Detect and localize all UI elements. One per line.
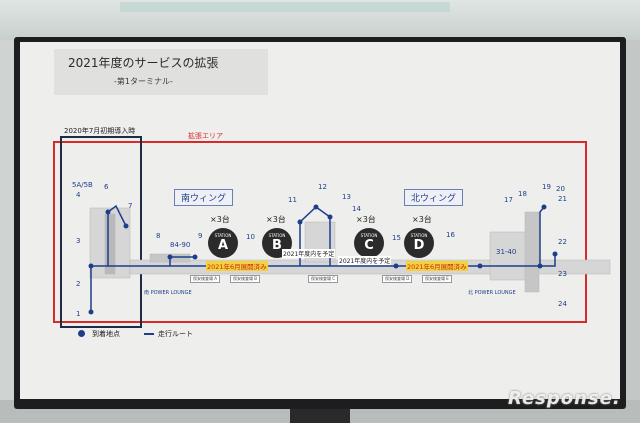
gate-20: 20 (556, 185, 565, 193)
north-lounge-label: 北 POWER LOUNGE (468, 290, 516, 296)
gate-22: 22 (558, 238, 567, 246)
gate-16: 16 (446, 231, 455, 239)
station-a-marker: STATION A (208, 228, 238, 258)
gate-2: 2 (76, 280, 81, 288)
legend-arrival-label: 到着地点 (92, 330, 120, 338)
slide-screen: 2021年度のサービスの拡張 -第1ターミナル- (20, 42, 620, 399)
facility-label: 保安検査場 B (230, 275, 261, 283)
station-d-label: STATION (410, 233, 428, 238)
gate-17: 17 (504, 196, 513, 204)
expansion-area-label: 拡張エリア (188, 132, 223, 140)
station-b-qty: ×3台 (266, 215, 286, 224)
gate-10: 10 (246, 233, 255, 241)
station-d-marker: STATION D (404, 228, 434, 258)
gate-6: 6 (104, 183, 109, 191)
station-a-label: STATION (214, 233, 232, 238)
ceiling-strip (120, 2, 450, 12)
gate-13: 13 (342, 193, 351, 201)
facility-label: 保安検査場 C (308, 275, 339, 283)
gate-21: 21 (558, 195, 567, 203)
gate-12: 12 (318, 183, 327, 191)
gate-5a5b: 5A/5B (72, 181, 93, 189)
legend-arrival-icon (78, 330, 85, 337)
gate-1: 1 (76, 310, 81, 318)
gate-3: 3 (76, 237, 81, 245)
background-column (622, 40, 640, 423)
gate-18: 18 (518, 190, 527, 198)
gate-23: 23 (558, 270, 567, 278)
gate-14: 14 (352, 205, 361, 213)
expansion-area-frame (53, 141, 587, 323)
title-box (54, 49, 268, 95)
facility-label: 保安検査場 D (382, 275, 413, 283)
station-b-status: 2021年度内を予定 (282, 249, 336, 258)
station-d-qty: ×3台 (412, 215, 432, 224)
station-a-status: 2021年6月展開済み (206, 261, 268, 271)
gate-7: 7 (128, 202, 133, 210)
legend-route-label: 走行ルート (158, 330, 193, 338)
initial-area-label: 2020年7月初期導入時 (64, 127, 136, 135)
station-d-status: 2021年6月展開済み (406, 261, 468, 271)
slide-subtitle: -第1ターミナル- (114, 77, 173, 86)
gate-4: 4 (76, 191, 81, 199)
watermark-logo: Response. (508, 388, 621, 409)
gate-84-90: 84-90 (170, 241, 191, 249)
station-d-letter: D (413, 238, 425, 253)
station-c-status: 2021年度内を予定 (338, 256, 392, 265)
facility-label: 保安検査場 A (190, 275, 221, 283)
gate-24: 24 (558, 300, 567, 308)
south-lounge-label: 南 POWER LOUNGE (144, 290, 192, 296)
station-c-label: STATION (360, 233, 378, 238)
south-wing-label: 南ウィング (174, 189, 234, 206)
station-a-letter: A (217, 238, 229, 253)
gate-31-40: 31-40 (496, 248, 517, 256)
station-c-qty: ×3台 (356, 215, 376, 224)
monitor-stand (290, 409, 350, 423)
initial-area-frame (60, 136, 142, 328)
gate-8: 8 (156, 232, 161, 240)
terminal-map (53, 136, 611, 328)
terminal-building (89, 207, 611, 293)
station-c-letter: C (364, 238, 374, 253)
gate-11: 11 (288, 196, 297, 204)
station-b-label: STATION (268, 233, 286, 238)
gate-19: 19 (542, 183, 551, 191)
north-wing-label: 北ウィング (404, 189, 464, 206)
slide-title: 2021年度のサービスの拡張 (68, 56, 219, 70)
legend-route-icon (144, 333, 154, 335)
station-b-letter: B (272, 238, 282, 253)
gate-9: 9 (198, 232, 203, 240)
facility-label: 保安検査場 E (422, 275, 452, 283)
station-c-marker: STATION C (354, 228, 384, 258)
gate-15: 15 (392, 234, 401, 242)
station-a-qty: ×3台 (210, 215, 230, 224)
background-wall (0, 0, 640, 40)
